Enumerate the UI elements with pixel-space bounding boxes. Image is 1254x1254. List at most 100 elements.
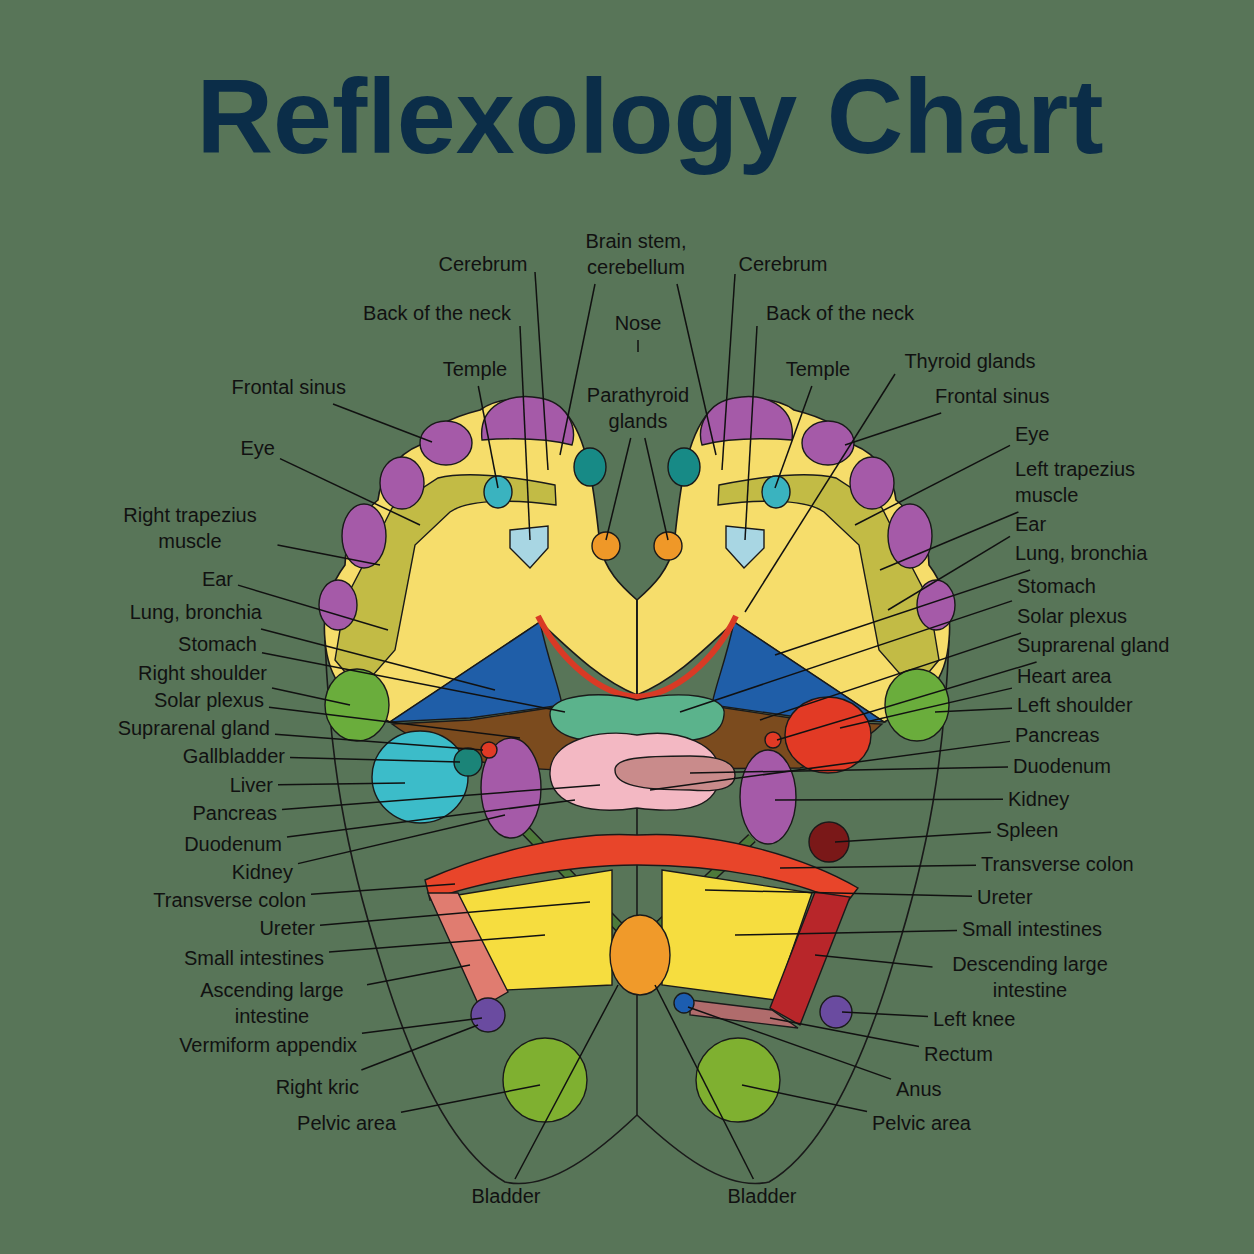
leader-line <box>290 757 460 762</box>
leader-line <box>535 272 548 470</box>
organ-label: Cerebrum <box>739 251 828 277</box>
leader-line <box>680 601 1012 712</box>
organ-label: Ear <box>1015 511 1046 537</box>
organ-label: Descending large intestine <box>938 951 1123 1003</box>
leader-line <box>745 374 895 612</box>
organ-label: Small intestines <box>962 916 1102 942</box>
leader-line <box>770 1018 919 1046</box>
leader-line <box>855 445 1010 525</box>
organ-label: Temple <box>443 356 507 382</box>
leader-line <box>515 985 618 1179</box>
organ-label: Eye <box>1015 421 1049 447</box>
organ-label: Pelvic area <box>872 1110 971 1136</box>
organ-label: Pancreas <box>193 800 278 826</box>
organ-label: Right kric <box>276 1074 359 1100</box>
organ-label: Bladder <box>728 1183 797 1209</box>
leader-line <box>842 1012 928 1017</box>
organ-label: Left shoulder <box>1017 692 1133 718</box>
organ-label: Thyroid glands <box>904 348 1035 374</box>
leader-line <box>650 741 1010 790</box>
leader-line <box>888 536 1010 610</box>
leader-line <box>282 785 600 809</box>
leader-line <box>637 340 639 352</box>
leader-line <box>361 1025 478 1070</box>
leader-line <box>367 965 470 985</box>
leader-line <box>935 708 1012 712</box>
organ-label: Ureter <box>977 884 1033 910</box>
organ-label: Pelvic area <box>297 1110 396 1136</box>
organ-label: Suprarenal gland <box>118 715 270 741</box>
leader-line <box>840 688 1012 728</box>
organ-label: Pancreas <box>1015 722 1100 748</box>
organ-label: Solar plexus <box>154 687 264 713</box>
pelvic-zone <box>696 1038 780 1122</box>
leader-line <box>722 274 735 470</box>
organ-label: Vermiform appendix <box>179 1032 357 1058</box>
leader-line <box>690 767 1008 773</box>
bladder-zone <box>610 915 670 995</box>
leader-line <box>645 438 668 540</box>
diaphragm-line <box>538 616 736 697</box>
organ-label: Solar plexus <box>1017 603 1127 629</box>
duodenum-zone <box>615 756 735 791</box>
organ-label: Duodenum <box>1013 753 1111 779</box>
organ-label: Transverse colon <box>981 851 1134 877</box>
organ-label: Left trapezius muscle <box>1015 456 1165 508</box>
organ-label: Eye <box>241 435 275 461</box>
kidney-zone <box>740 750 796 844</box>
leader-line <box>705 890 972 896</box>
organ-label: Liver <box>230 772 273 798</box>
leader-line <box>735 931 957 935</box>
leader-line <box>311 884 455 894</box>
organ-label: Ascending large intestine <box>182 977 362 1029</box>
leader-line <box>298 815 505 864</box>
title-layer: Reflexology Chart <box>0 58 1254 175</box>
leader-line <box>401 1085 540 1112</box>
leader-line <box>780 865 976 868</box>
leader-line <box>775 386 812 488</box>
leader-line <box>745 326 757 540</box>
organ-label: Rectum <box>924 1041 993 1067</box>
leader-line <box>269 707 520 738</box>
leader-line <box>278 783 405 785</box>
leader-line <box>287 800 575 837</box>
organ-label: Right trapezius muscle <box>108 502 273 554</box>
leader-line <box>278 545 381 565</box>
organ-label: Temple <box>786 356 850 382</box>
leader-line <box>815 955 933 967</box>
organ-label: Suprarenal gland <box>1017 632 1169 658</box>
leader-line <box>760 633 1021 720</box>
organ-label: Brain stem, cerebellum <box>569 228 704 280</box>
organ-label: Gallbladder <box>183 743 285 769</box>
leader-line <box>742 1085 867 1111</box>
leader-line <box>845 413 941 445</box>
organ-label: Lung, bronchia <box>1015 540 1147 566</box>
leader-line <box>777 662 1037 740</box>
anus-zone <box>674 993 694 1013</box>
leader-line <box>280 459 420 525</box>
leader-line <box>478 386 498 488</box>
leader-line <box>606 438 631 540</box>
kidney-zone <box>481 738 541 838</box>
organ-label: Left knee <box>933 1006 1015 1032</box>
leader-line <box>560 284 595 455</box>
organ-label: Heart area <box>1017 663 1112 689</box>
leader-line <box>272 688 350 705</box>
organ-label: Transverse colon <box>153 887 306 913</box>
organ-label: Parathyroid glands <box>576 382 701 434</box>
leader-line <box>880 512 1018 570</box>
organ-label: Right shoulder <box>138 660 267 686</box>
organ-label: Nose <box>615 310 662 336</box>
appendix-zone <box>471 998 505 1032</box>
leader-line <box>775 798 1003 800</box>
adrenal-dot <box>481 742 497 758</box>
leader-line <box>329 935 545 952</box>
organ-label: Kidney <box>1008 786 1069 812</box>
organ-label: Spleen <box>996 817 1058 843</box>
organ-label: Ureter <box>259 915 315 941</box>
organ-label: Back of the neck <box>363 300 511 326</box>
chart-title: Reflexology Chart <box>0 58 1254 175</box>
pelvic-zone <box>503 1038 587 1122</box>
organ-label: Frontal sinus <box>232 374 347 400</box>
